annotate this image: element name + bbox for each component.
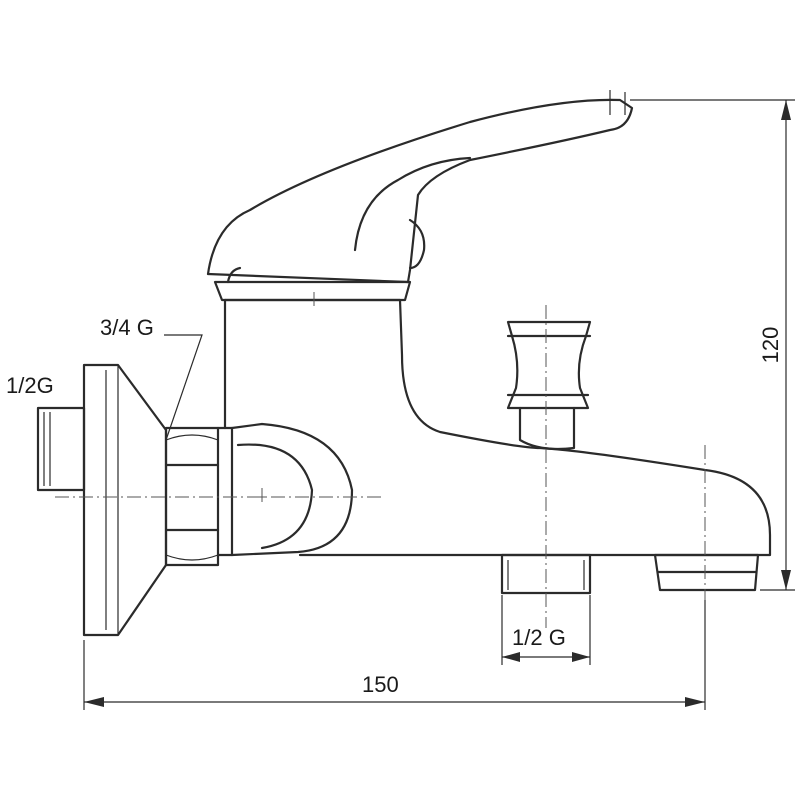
- label-width-150: 150: [362, 672, 399, 697]
- label-height-120: 120: [758, 327, 783, 364]
- label-1-2g-outlet: 1/2 G: [512, 625, 566, 650]
- label-3-4g: 3/4 G: [100, 315, 154, 340]
- dim-width: [83, 600, 706, 710]
- lever-handle: [206, 90, 634, 284]
- dim-height: [630, 99, 795, 591]
- mixer-body: [222, 298, 772, 557]
- inlet-connector: [216, 422, 354, 557]
- diverter-knob: [506, 320, 592, 451]
- wall-pipe-thread: [36, 406, 86, 492]
- centerlines: [55, 292, 706, 628]
- cartridge-cap: [213, 266, 412, 302]
- hex-nut: [164, 426, 220, 567]
- label-1-2g-wall: 1/2G: [6, 373, 54, 398]
- spout-aerator: [653, 553, 760, 592]
- leader-3-4g: [164, 334, 203, 441]
- dim-outlet: [501, 595, 591, 665]
- wall-flange: [82, 363, 168, 637]
